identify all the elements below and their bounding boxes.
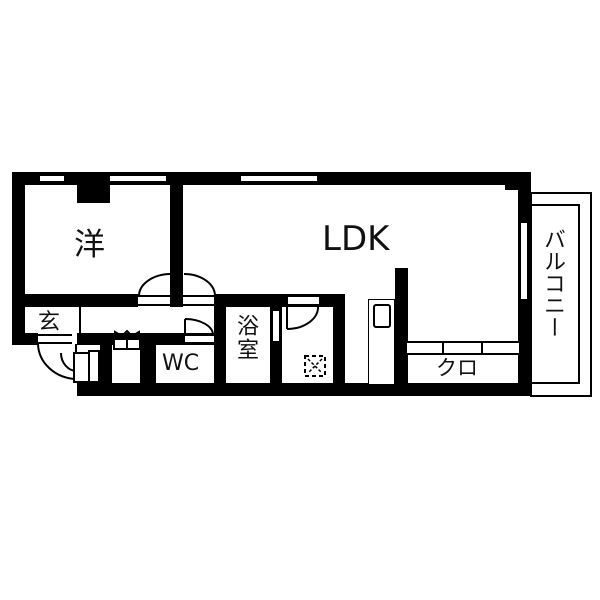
wall-entrance-bottom <box>77 333 215 345</box>
window-western-right <box>110 174 166 183</box>
wall-laundry-left <box>100 344 112 384</box>
window-western-left <box>40 174 64 183</box>
door-western-opening <box>138 295 170 306</box>
wall-wc-right <box>214 294 226 384</box>
room-label-bathroom: 浴室 <box>233 314 258 362</box>
wall-western-bottom <box>12 294 138 307</box>
wall-wash-right <box>333 294 345 384</box>
closet-door-divider-1 <box>442 341 444 355</box>
room-label-balcony: バルコニー <box>540 228 565 338</box>
door-swing-wc <box>184 318 214 336</box>
entrance-step-line <box>79 306 81 334</box>
kitchen-sink <box>373 304 391 328</box>
outer-wall-bottom-left <box>12 333 38 345</box>
door-wash-opening <box>288 295 319 306</box>
door-swing-ldk <box>183 273 216 297</box>
outer-wall-left <box>12 172 25 344</box>
wall-western-ldk <box>170 183 183 307</box>
pillar <box>77 183 110 203</box>
room-label-ldk: LDK <box>322 219 390 259</box>
window-ldk-balcony <box>519 223 529 299</box>
room-label-wc: WC <box>162 351 200 376</box>
outer-wall-top-right-corner <box>505 172 531 190</box>
entrance-storage <box>88 350 100 383</box>
outer-wall-bottom <box>77 383 531 396</box>
room-label-closet: クロ <box>436 356 478 380</box>
door-wc-opening <box>185 334 214 344</box>
closet-door-divider-2 <box>481 341 483 355</box>
wall-laundry-right <box>140 344 156 384</box>
door-entrance-opening <box>38 334 72 344</box>
wall-kitchen-partition <box>395 268 408 386</box>
room-label-entrance: 玄 <box>38 310 61 335</box>
door-ldk-opening <box>183 295 214 306</box>
door-swing-washroom <box>286 305 320 331</box>
closet-shelf <box>407 341 519 355</box>
balcony-inner <box>530 204 580 384</box>
room-label-western: 洋 <box>74 227 105 263</box>
door-swing-western <box>138 273 171 297</box>
window-ldk-top <box>241 174 317 183</box>
faucet-icon <box>113 329 141 350</box>
bath-window <box>271 309 281 343</box>
washing-machine-space-icon <box>304 355 326 377</box>
